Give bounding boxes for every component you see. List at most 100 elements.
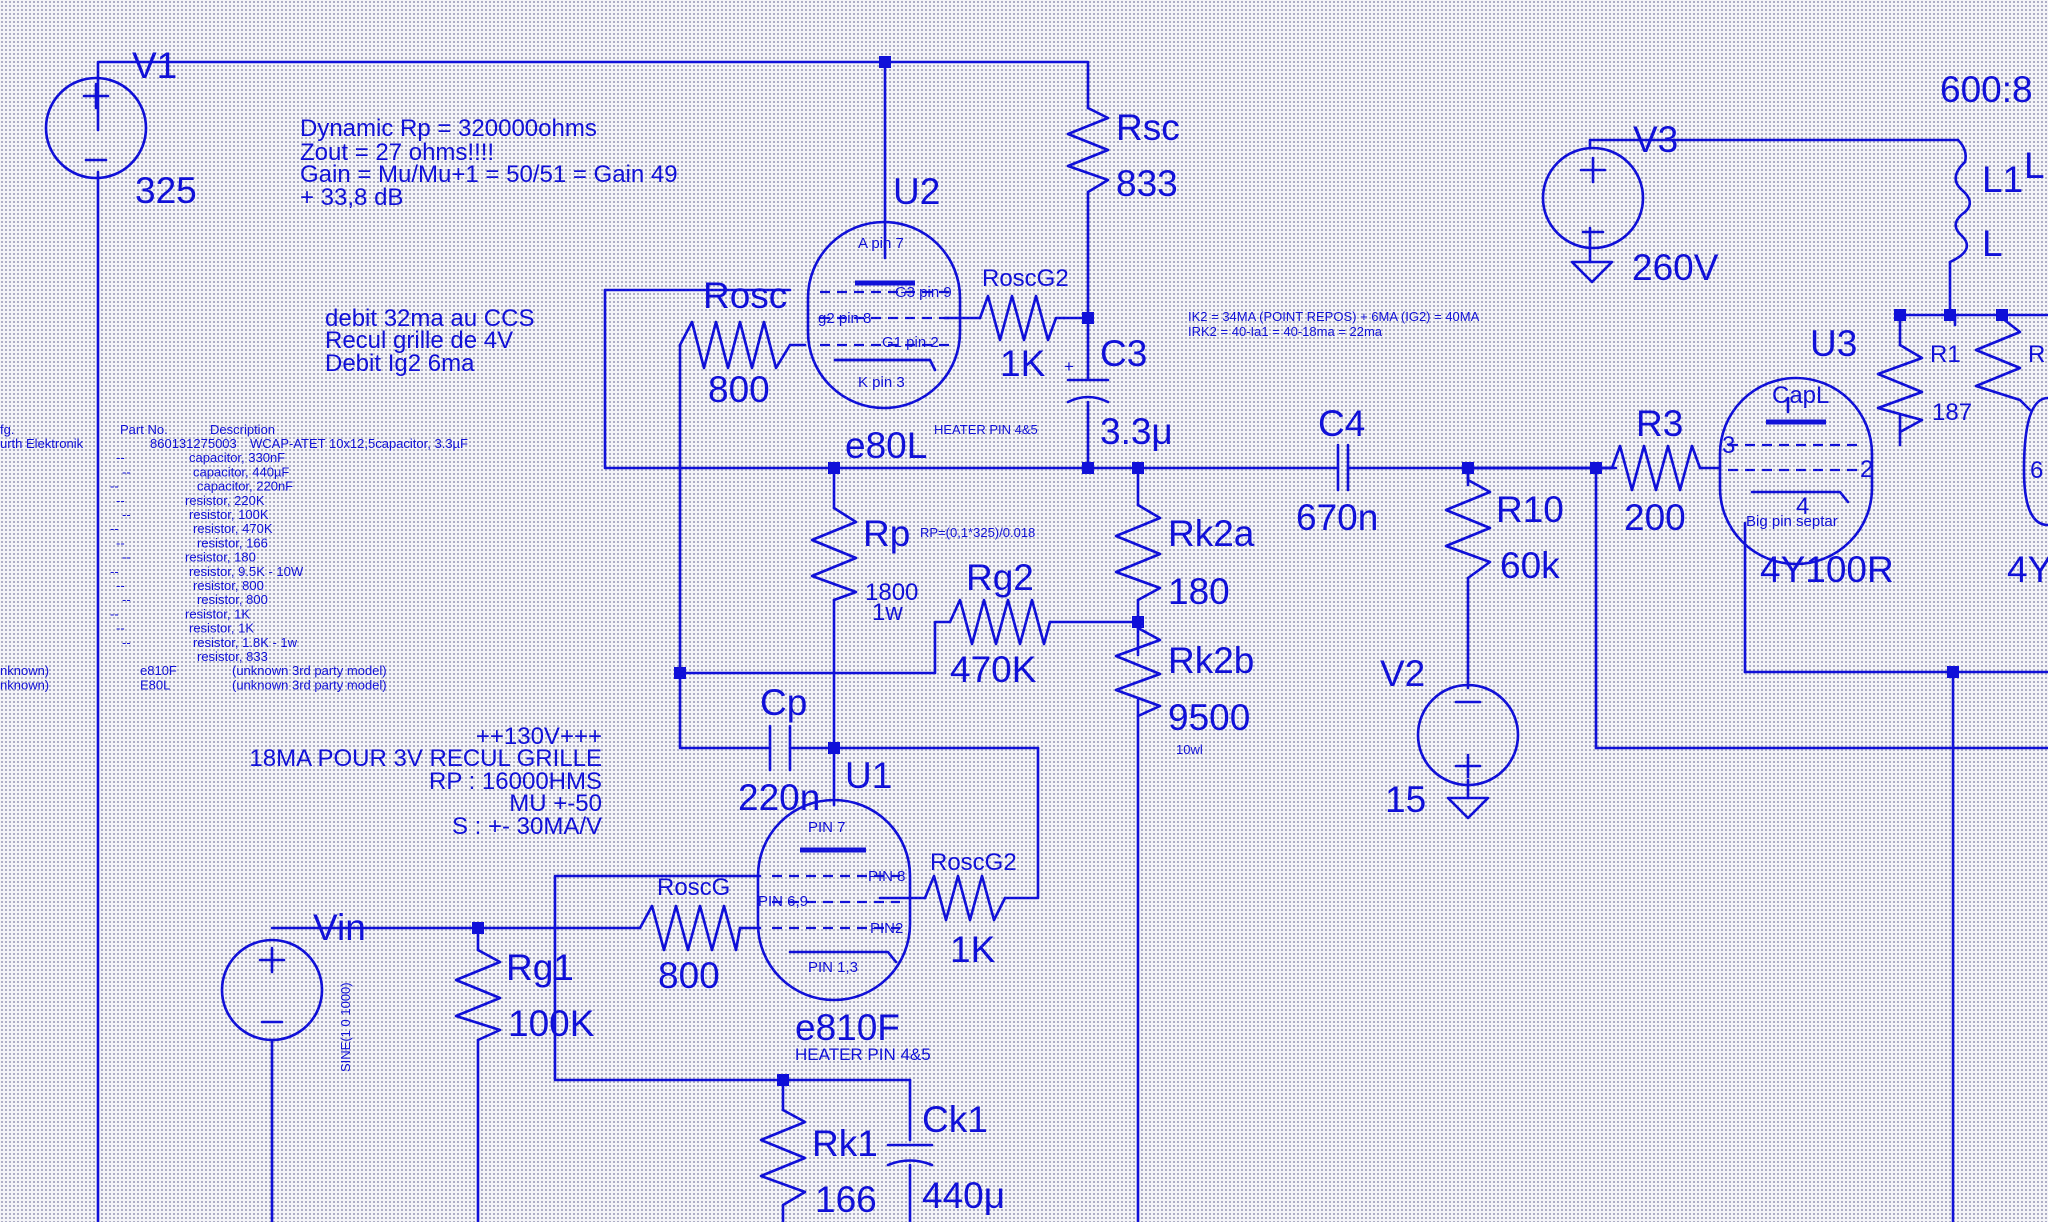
bom-desc-cell: resistor, 800 [193, 578, 264, 593]
ik2-note-line: IRK2 = 40-Ia1 = 40-18ma = 22ma [1188, 324, 1383, 339]
roscg-resistor[interactable] [638, 904, 742, 952]
rk2b-power: 10wl [1176, 742, 1203, 757]
bom-part-cell: -- [110, 564, 119, 579]
bom-table: fg. Part No. Description urth Elektronik… [0, 422, 468, 692]
u2-pin-g1: G1 pin 2 [882, 334, 939, 351]
r10-resistor[interactable] [1444, 478, 1492, 580]
rg2-value: 470K [950, 649, 1037, 690]
bom-desc-cell: capacitor, 330nF [189, 450, 285, 465]
rsc-resistor[interactable] [1066, 106, 1110, 194]
c3-value: 3.3μ [1100, 411, 1173, 452]
u3-pin-3: 3 [1722, 432, 1735, 459]
bom-desc-cell: resistor, 100K [189, 507, 269, 522]
roscg-value: 800 [658, 955, 720, 996]
ccs-note: debit 32ma au CCS Recul grille de 4V Deb… [325, 305, 534, 377]
ck1-name: Ck1 [922, 1099, 988, 1140]
u3-tube[interactable] [1718, 376, 1874, 566]
vin-signal-source[interactable] [220, 938, 324, 1042]
roscg2-bottom-name: RoscG2 [930, 849, 1017, 876]
cp-name: Cp [760, 682, 807, 723]
u1-pin-k: PIN 1,3 [808, 959, 858, 976]
u1-model: e810F [795, 1007, 900, 1048]
rk1-resistor[interactable] [759, 1108, 807, 1222]
bom-mfg-cell: urth Elektronik [0, 436, 84, 451]
v1-value: 325 [135, 170, 197, 211]
bom-desc-cell: resistor, 470K [193, 521, 273, 536]
dynamic-note-line: Dynamic Rp = 320000ohms [300, 115, 597, 142]
vin-value: SINE(1 0 1000) [338, 982, 353, 1072]
rosc-resistor[interactable] [678, 320, 792, 370]
wire-network [96, 60, 2048, 1222]
u2-pin-g2: g2 pin 8 [818, 310, 871, 327]
bom-desc-cell: WCAP-ATET 10x12,5capacitor, 3.3µF [250, 436, 468, 451]
rp-value: 1800 [865, 579, 918, 606]
c4-name: C4 [1318, 403, 1365, 444]
u1-pentode-tube[interactable] [756, 798, 912, 1002]
u3-pin-2: 2 [1860, 456, 1873, 483]
bom-desc-cell: resistor, 166 [197, 535, 268, 550]
rg2-resistor[interactable] [948, 598, 1052, 646]
c4-capacitor[interactable] [1336, 443, 1350, 492]
rp-resistor[interactable] [810, 506, 858, 602]
u2-model: e80L [845, 425, 927, 466]
rk2b-resistor[interactable] [1114, 626, 1162, 718]
v2-value: 15 [1385, 779, 1426, 820]
cp-capacitor[interactable] [768, 724, 792, 772]
rsc-name: Rsc [1116, 107, 1180, 148]
rp-power: 1w [872, 599, 903, 626]
u4-model-fragment: 4Y [2007, 549, 2048, 590]
l1-inductor[interactable] [1948, 138, 1972, 264]
bom-mfg-cell: nknown) [0, 663, 49, 678]
rk2b-value: 9500 [1168, 697, 1250, 738]
r3-resistor[interactable] [1610, 444, 1702, 492]
u1-pin-anode: PIN 7 [808, 819, 846, 836]
bom-part-cell: -- [122, 464, 131, 479]
rk2a-resistor[interactable] [1114, 503, 1162, 602]
r-partial-label: R [2028, 341, 2045, 368]
rg1-value: 100K [508, 1003, 595, 1044]
stage1-note-line: ++130V+++ [476, 723, 602, 750]
bom-rows: urth Elektronik 860131275003 WCAP-ATET 10x… [0, 436, 468, 692]
u2-pin-anode: A pin 7 [858, 235, 904, 252]
u1-pin-69: PIN 6,9 [758, 893, 808, 910]
v3-name: V3 [1633, 119, 1678, 160]
v1-label: V1 [132, 45, 177, 86]
roscg2-top-value: 1K [1000, 343, 1046, 384]
rg1-resistor[interactable] [454, 948, 502, 1042]
u4-tube-partial [2022, 396, 2048, 527]
bom-desc-cell: (unknown 3rd party model) [232, 663, 387, 678]
bom-desc-cell: resistor, 1K [189, 621, 254, 636]
bom-part-cell: -- [122, 550, 131, 565]
dynamic-note-line: Zout = 27 ohms!!!! [300, 139, 494, 166]
v3-value: 260V [1632, 247, 1719, 288]
roscg2-bottom-resistor[interactable] [923, 874, 1007, 922]
bom-part-cell: -- [122, 635, 131, 650]
v2-voltage-source[interactable] [1416, 683, 1520, 820]
bom-desc-cell: resistor, 180 [185, 550, 256, 565]
bom-part-cell: -- [116, 450, 125, 465]
bom-header-mfg: fg. [0, 422, 14, 437]
u1-pin-8: PIN 8 [868, 868, 906, 885]
bom-part-cell: 860131275003 [150, 436, 237, 451]
v3-voltage-source[interactable] [1541, 146, 1645, 284]
u1-name: U1 [845, 755, 892, 796]
c3-name: C3 [1100, 333, 1147, 374]
cp-value: 220n [738, 777, 820, 818]
u2-pin-k: K pin 3 [858, 374, 905, 391]
roscg2-top-resistor[interactable] [978, 294, 1066, 342]
u3-pin-4: 4 [1796, 493, 1809, 520]
bom-part-cell: E80L [140, 677, 170, 692]
dynamic-note-line: + 33,8 dB [300, 184, 403, 211]
r1-resistor[interactable] [1876, 343, 1924, 434]
ck1-capacitor[interactable] [886, 1143, 934, 1222]
r3-name: R3 [1636, 403, 1683, 444]
u2-pentode-tube[interactable] [806, 220, 962, 410]
bom-part-cell: -- [116, 621, 125, 636]
dynamic-note-line: Gain = Mu/Mu+1 = 50/51 = Gain 49 [300, 161, 678, 188]
bom-part-cell: -- [122, 592, 131, 607]
bom-part-cell: -- [110, 606, 119, 621]
c3-capacitor[interactable] [1066, 378, 1110, 404]
bom-desc-cell: resistor, 9.5K - 10W [189, 564, 304, 579]
ccs-note-line: Debit Ig2 6ma [325, 350, 475, 377]
v1-voltage-source[interactable] [44, 76, 148, 180]
